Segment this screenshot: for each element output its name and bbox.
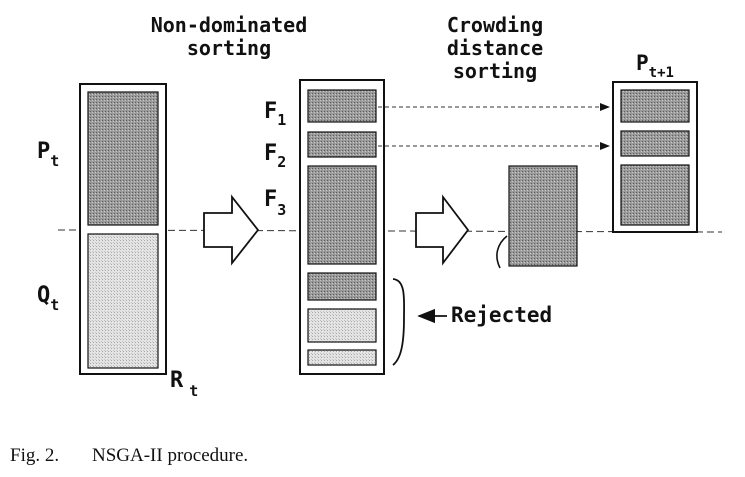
heading-non-dominated-line1: Non-dominated xyxy=(151,13,308,37)
front-f3-block xyxy=(307,165,377,265)
pt-block xyxy=(87,91,159,226)
process-arrow-2 xyxy=(415,194,470,266)
figure-caption-text: NSGA-II procedure. xyxy=(92,445,248,466)
label-rejected: Rejected xyxy=(451,303,552,327)
next-f2-block xyxy=(620,130,690,157)
figure-caption-label: Fig. 2. xyxy=(10,445,59,466)
front-f6-block xyxy=(307,349,377,366)
crowding-cut-bracket xyxy=(496,235,508,269)
dashed-population-boundary xyxy=(57,229,723,233)
qt-block xyxy=(87,233,159,369)
front-f5-block xyxy=(307,308,377,343)
label-pt-plus-1: Pt+1 xyxy=(636,51,674,81)
front-f4-block xyxy=(307,272,377,301)
process-arrow-1 xyxy=(203,194,260,266)
heading-non-dominated-line2: sorting xyxy=(187,36,271,60)
fronts-column xyxy=(299,79,385,375)
label-f2: F2 xyxy=(264,141,286,171)
front-f2-block xyxy=(307,131,377,158)
heading-crowding-line3: sorting xyxy=(453,59,537,83)
heading-crowding-line1: Crowding xyxy=(447,13,543,37)
label-f1: F1 xyxy=(264,99,286,129)
front-f1-block xyxy=(307,89,377,123)
rt-column xyxy=(79,83,167,375)
heading-crowding-line2: distance xyxy=(447,36,543,60)
next-population-column xyxy=(612,81,698,233)
label-pt: Pt xyxy=(37,139,59,170)
rejected-brace xyxy=(392,278,406,366)
crowding-sorted-f3-block xyxy=(508,165,578,267)
label-qt: Qt xyxy=(37,283,59,314)
label-f3: F3 xyxy=(264,187,286,219)
next-f1-block xyxy=(620,89,690,123)
next-f3-partial-block xyxy=(620,164,690,226)
